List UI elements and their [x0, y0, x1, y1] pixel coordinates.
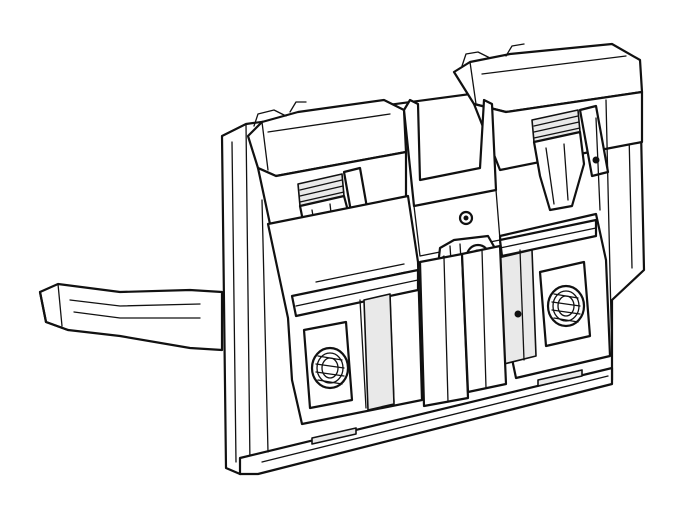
frame-details	[261, 99, 645, 453]
left-threaded-nut-icon	[302, 320, 354, 410]
bottom-rail	[238, 366, 614, 476]
center-divider	[418, 244, 508, 408]
right-actuator-lever	[531, 104, 610, 212]
connecting-rod	[38, 282, 224, 352]
right-threaded-nut-icon	[538, 260, 592, 348]
